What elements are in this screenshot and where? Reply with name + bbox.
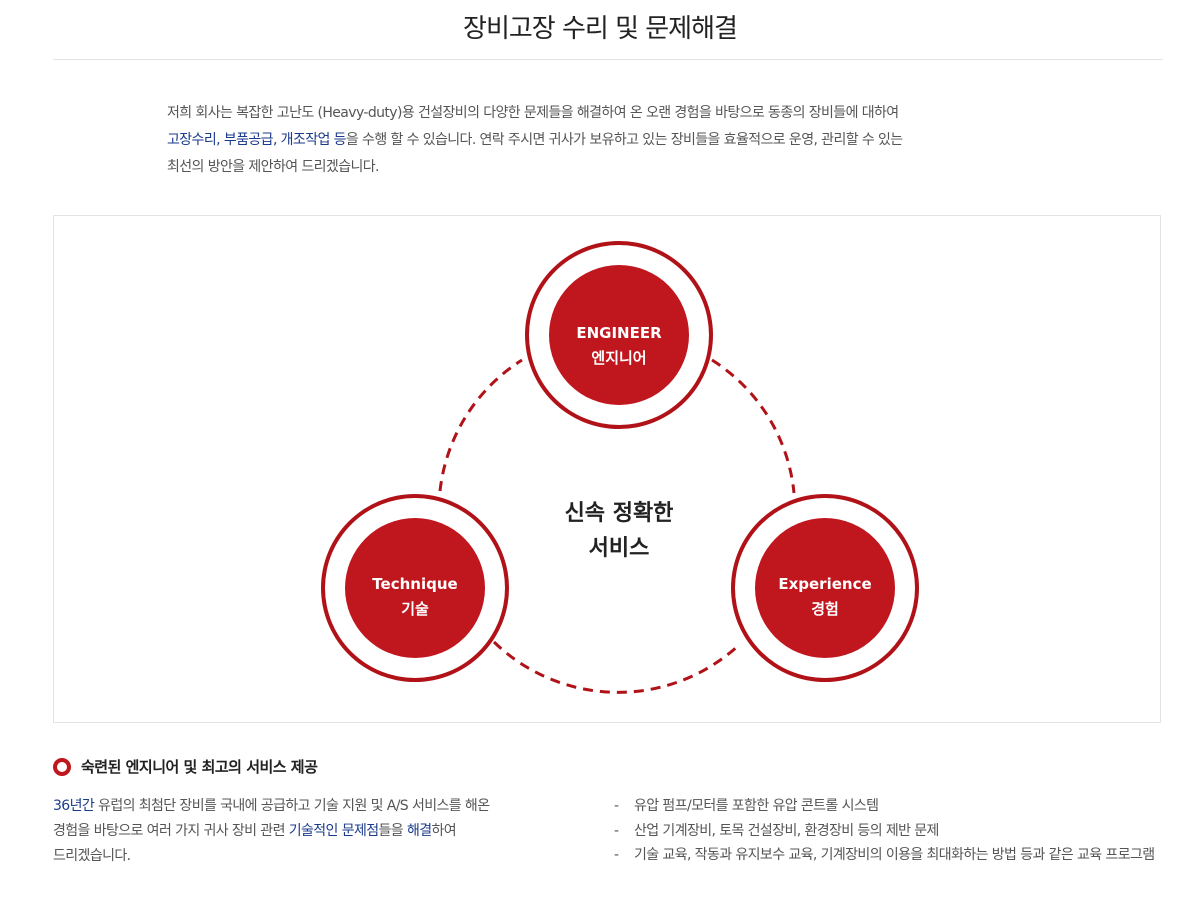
node-engineer-en: ENGINEER [576, 324, 662, 342]
center-label-line-1: 신속 정확한 [565, 501, 674, 526]
node-experience-disc [755, 518, 895, 658]
node-engineer: ENGINEER 엔지니어 [525, 241, 713, 429]
intro-line-3: 최선의 방안을 제안하여 드리겠습니다. [167, 159, 379, 175]
left-line-2: 경험을 바탕으로 여러 가지 귀사 장비 관련 기술적인 문제점들을 해결하여 [53, 819, 583, 844]
left-highlight-solve: 해결 [406, 823, 432, 839]
node-engineer-ko: 엔지니어 [591, 349, 646, 367]
left-line-1: 36년간 유럽의 최첨단 장비를 국내에 공급하고 기술 지원 및 A/S 서비… [53, 794, 583, 819]
left-line-3: 드리겠습니다. [53, 848, 131, 864]
left-text-a: 유럽의 최첨단 장비를 국내에 공급하고 기술 지원 및 A/S 서비스를 해온 [94, 798, 490, 814]
connector-arc-top-left [438, 358, 523, 492]
service-diagram: ENGINEER 엔지니어 Technique 기술 Experience 경험 [321, 241, 919, 694]
node-technique-en: Technique [372, 575, 457, 593]
intro-highlight-repair: 고장수리 [167, 132, 217, 148]
dash-bullet: - [614, 847, 619, 863]
node-experience: Experience 경험 [731, 494, 919, 682]
intro-line-1: 저희 회사는 복잡한 고난도 (Heavy-duty)용 건설장비의 다양한 문… [167, 105, 899, 121]
dash-bullet: - [614, 822, 619, 839]
page-title: 장비고장 수리 및 문제해결 [463, 14, 738, 44]
list-item-text: 기술 교육, 작동과 유지보수 교육, 기계장비의 이용을 최대화하는 방법 등… [634, 847, 1155, 863]
list-item-text: 유압 펌프/모터를 포함한 유압 콘트롤 시스템 [634, 798, 879, 814]
service-diagram-panel: ENGINEER 엔지니어 Technique 기술 Experience 경험 [53, 215, 1161, 723]
intro-sep: , [272, 132, 281, 148]
title-divider [53, 59, 1163, 60]
intro-line-2: 고장수리, 부품공급, 개조작업 등을 수행 할 수 있습니다. 연락 주시면 … [167, 127, 1047, 154]
list-item: -기술 교육, 작동과 유지보수 교육, 기계장비의 이용을 최대화하는 방법 … [614, 843, 1164, 868]
intro-highlight-modification: 개조작업 등 [280, 132, 347, 148]
node-engineer-disc [549, 265, 689, 405]
node-technique-disc [345, 518, 485, 658]
node-technique: Technique 기술 [321, 494, 509, 682]
intro-paragraph: 저희 회사는 복잡한 고난도 (Heavy-duty)용 건설장비의 다양한 문… [167, 100, 1047, 181]
left-highlight-years: 36년간 [53, 798, 95, 814]
ring-bullet-icon [53, 757, 71, 776]
section-heading-text: 숙련된 엔지니어 및 최고의 서비스 제공 [81, 758, 318, 776]
list-item-text: 산업 기계장비, 토목 건설장비, 환경장비 등의 제반 문제 [634, 822, 939, 839]
center-label-line-2: 서비스 [589, 536, 650, 561]
left-text-b: 경험을 바탕으로 여러 가지 귀사 장비 관련 [53, 823, 289, 839]
intro-line-2-rest: 을 수행 할 수 있습니다. 연락 주시면 귀사가 보유하고 있는 장비들을 효… [345, 132, 903, 148]
service-list: -유압 펌프/모터를 포함한 유압 콘트롤 시스템 -산업 기계장비, 토목 건… [614, 794, 1174, 868]
connector-arc-bottom [492, 640, 742, 694]
list-item: -유압 펌프/모터를 포함한 유압 콘트롤 시스템 [614, 794, 1174, 819]
node-experience-ko: 경험 [811, 600, 839, 618]
node-experience-en: Experience [778, 575, 871, 593]
left-text-d: 하여 [431, 823, 457, 839]
section-left-paragraph: 36년간 유럽의 최첨단 장비를 국내에 공급하고 기술 지원 및 A/S 서비… [53, 794, 583, 869]
list-item: -산업 기계장비, 토목 건설장비, 환경장비 등의 제반 문제 [614, 819, 1174, 844]
left-text-c: 들을 [378, 823, 407, 839]
intro-highlight-parts: 부품공급 [223, 132, 274, 148]
left-highlight-problems: 기술적인 문제점 [288, 823, 379, 839]
intro-sep: , [216, 132, 224, 148]
connector-arc-top-right [711, 358, 796, 494]
node-technique-ko: 기술 [401, 600, 429, 618]
dash-bullet: - [614, 798, 619, 814]
section-heading: 숙련된 엔지니어 및 최고의 서비스 제공 [53, 756, 318, 777]
